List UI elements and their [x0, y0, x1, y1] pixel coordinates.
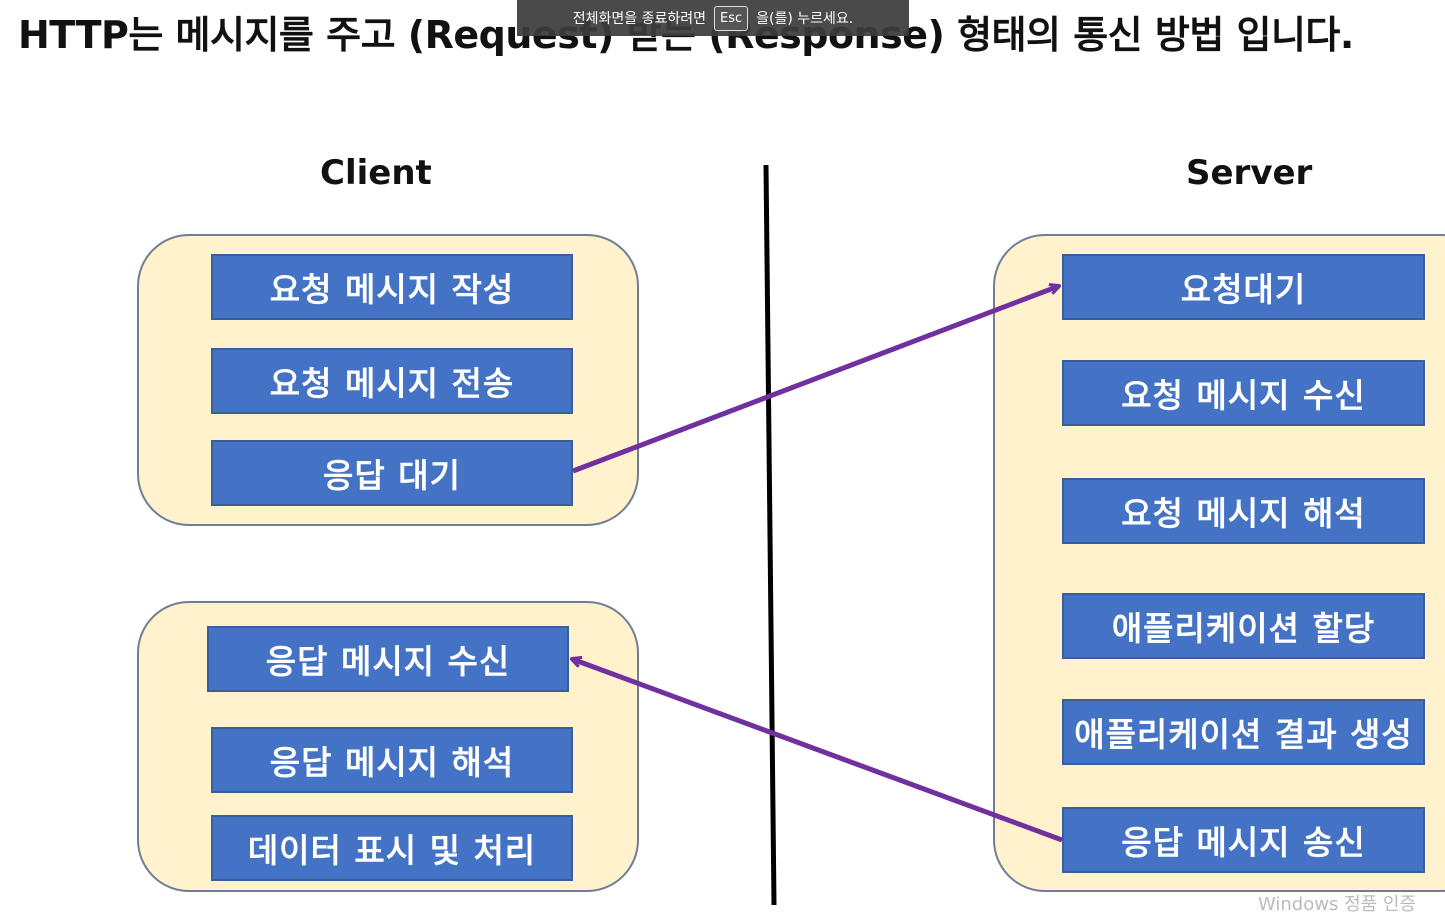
server-step-generate-result: 애플리케이션 결과 생성 [1062, 699, 1425, 765]
windows-activation-watermark: Windows 정품 인증 [1258, 894, 1417, 915]
server-step-parse-request: 요청 메시지 해석 [1062, 478, 1425, 544]
client-header: Client [320, 153, 432, 193]
client-server-divider [763, 164, 777, 905]
request-arrow [572, 286, 1059, 474]
server-header: Server [1186, 153, 1313, 193]
client-step-display-data: 데이터 표시 및 처리 [211, 815, 573, 881]
server-step-wait-request: 요청대기 [1062, 254, 1425, 320]
fullscreen-exit-notice: 전체화면을 종료하려면 Esc 을(를) 누르세요. [517, 0, 909, 36]
server-panel [993, 234, 1445, 892]
notice-prefix: 전체화면을 종료하려면 [572, 11, 706, 27]
response-arrow [572, 659, 1063, 843]
esc-key-badge: Esc [714, 5, 749, 31]
server-step-send-response: 응답 메시지 송신 [1062, 807, 1425, 873]
client-step-await-response: 응답 대기 [211, 440, 573, 506]
client-step-receive-response: 응답 메시지 수신 [207, 626, 569, 692]
server-step-assign-application: 애플리케이션 할당 [1062, 593, 1425, 659]
client-step-send-request: 요청 메시지 전송 [211, 348, 573, 414]
client-step-parse-response: 응답 메시지 해석 [211, 727, 573, 793]
server-step-receive-request: 요청 메시지 수신 [1062, 360, 1425, 426]
client-step-compose-request: 요청 메시지 작성 [211, 254, 573, 320]
notice-suffix: 을(를) 누르세요. [756, 11, 854, 27]
